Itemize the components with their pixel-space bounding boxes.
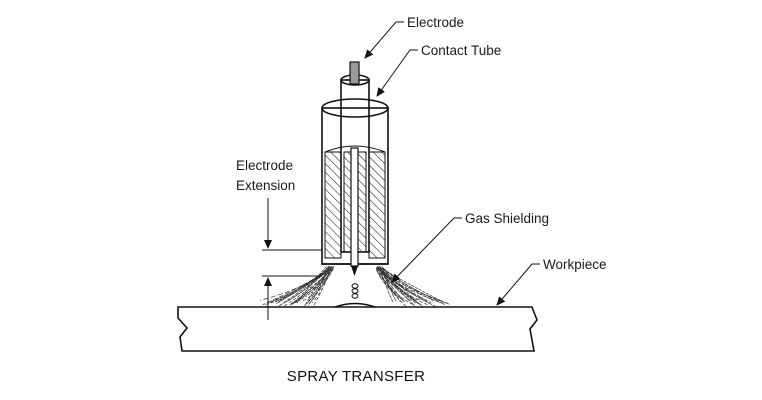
spray-strand xyxy=(380,267,423,306)
leader-lines xyxy=(364,21,540,306)
electrode-extension-dimension xyxy=(262,198,322,320)
spray-strand xyxy=(379,268,436,307)
electrode-extension-label-line1: Electrode xyxy=(236,158,293,173)
gas-shielding-spray-left xyxy=(260,265,335,308)
spray-strand xyxy=(265,266,330,305)
spray-strand xyxy=(291,268,333,305)
spray-strand xyxy=(376,265,427,301)
spray-strand xyxy=(376,268,428,305)
spray-strand xyxy=(377,266,435,302)
spray-strand xyxy=(307,269,332,306)
spray-strand xyxy=(376,269,407,307)
diagram-caption: SPRAY TRANSFER xyxy=(287,368,425,385)
electrode-wire xyxy=(349,61,360,276)
spray-strand xyxy=(382,267,451,305)
workpiece-label: Workpiece xyxy=(543,257,607,272)
electrode-extension-label-line2: Extension xyxy=(236,178,295,193)
metal-droplets xyxy=(351,283,359,299)
spray-strand xyxy=(270,267,328,304)
weld-pool xyxy=(334,302,376,308)
spray-strand xyxy=(375,268,441,303)
spray-strand xyxy=(289,268,331,306)
gas-shielding-spray-right xyxy=(375,265,451,307)
spray-strand xyxy=(275,266,335,305)
spray-strand xyxy=(377,267,405,302)
spray-strand xyxy=(291,267,335,304)
spray-strand xyxy=(312,267,331,308)
spray-strand xyxy=(379,269,448,304)
electrode-label: Electrode xyxy=(407,15,464,30)
spray-strand xyxy=(283,269,333,307)
spray-strand xyxy=(376,267,414,305)
nozzle xyxy=(321,98,389,265)
spray-strand xyxy=(379,266,446,305)
gas-shielding-label: Gas Shielding xyxy=(465,211,549,226)
spray-strand xyxy=(277,269,331,307)
contact-tube-label: Contact Tube xyxy=(421,43,501,58)
workpiece-plate xyxy=(177,306,538,352)
